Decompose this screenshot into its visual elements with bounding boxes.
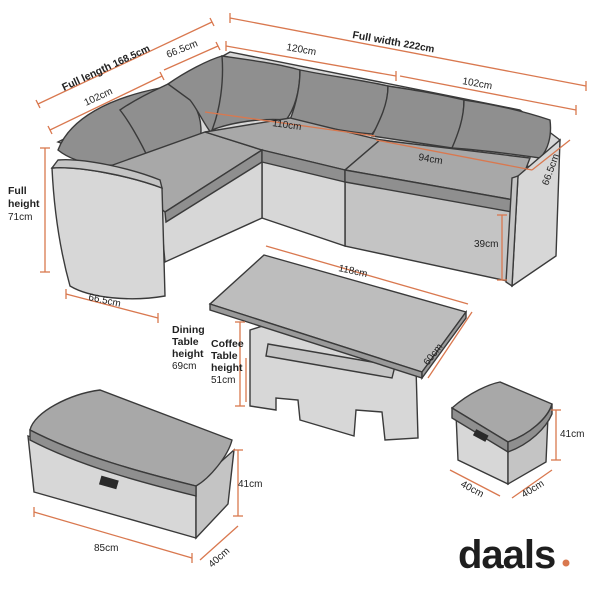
back-cushion-5: [289, 69, 389, 135]
full-length-label: Full length 168.5cm: [60, 42, 152, 93]
bench-length: 85cm: [94, 543, 118, 554]
sofa-dimension-lines: [35, 13, 587, 323]
storage-bench: [27, 389, 235, 540]
stool-height: 41cm: [560, 429, 584, 440]
seat-height: 39cm: [474, 239, 498, 250]
coffee-label-1: Coffee: [211, 338, 244, 350]
dining-label-1: Dining: [172, 324, 205, 336]
coffee-value: 51cm: [211, 375, 235, 386]
sofa-left-arm: [51, 167, 166, 300]
table: [208, 254, 468, 441]
seat-length-94: 94cm: [417, 152, 443, 167]
sofa-right-arm-inner: [505, 175, 519, 288]
dining-label-3: height: [172, 348, 204, 360]
stool-handle: [472, 429, 489, 442]
bench-depth: 40cm: [207, 546, 233, 571]
stool: [450, 381, 553, 486]
full-height-label-1: Full: [8, 185, 27, 197]
coffee-label-3: height: [211, 362, 243, 374]
table-dimension-lines: [235, 245, 473, 407]
coffee-label-2: Table: [211, 350, 238, 362]
sofa-left-arm-top: [50, 159, 164, 190]
table-top-side: [421, 309, 467, 381]
logo-dot: [562, 559, 570, 567]
full-width-label: Full width 222cm: [351, 29, 435, 55]
stool-cushion-side: [507, 403, 553, 453]
right-back-length: 102cm: [461, 76, 492, 92]
stool-dimension-lines: [449, 409, 561, 499]
dining-label-2: Table: [172, 336, 199, 348]
logo-text: daals: [458, 533, 555, 577]
full-height-value: 71cm: [8, 212, 32, 223]
stool-depth: 40cm: [520, 478, 547, 500]
bench-height: 41cm: [238, 479, 262, 490]
back-cushion-7: [450, 99, 552, 159]
table-coffee-tray: [265, 343, 396, 379]
bench-dimension-lines: [33, 449, 243, 563]
bench-handle: [98, 475, 119, 490]
daals-logo: daals: [458, 533, 570, 577]
full-height-label-2: height: [8, 198, 40, 210]
mid-back-length: 120cm: [285, 42, 316, 58]
seat-length-110: 110cm: [272, 118, 303, 133]
dining-value: 69cm: [172, 361, 196, 372]
bench-cushion-front: [29, 428, 197, 497]
corner-sofa: [50, 51, 561, 300]
